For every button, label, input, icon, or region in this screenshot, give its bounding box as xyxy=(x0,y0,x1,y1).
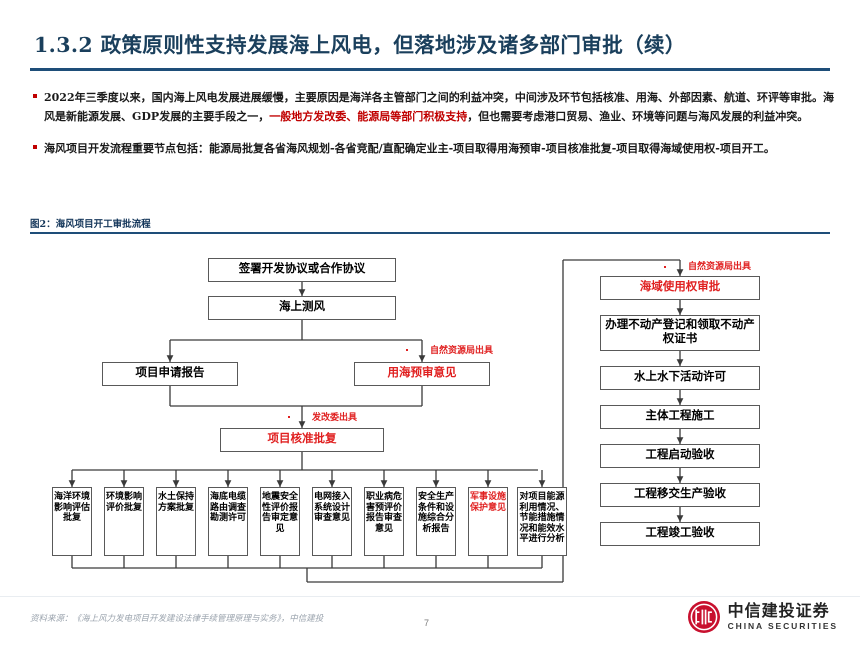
flow-node-parallel-8[interactable]: 安全生产条件和设施综合分析报告 xyxy=(416,487,456,556)
flow-node-sea-use-right-approval[interactable]: 海域使用权审批 xyxy=(600,276,760,300)
node-label: 海洋环境影响评估批复 xyxy=(53,491,90,523)
node-label: 签署开发协议或合作协议 xyxy=(238,263,366,276)
page-title: 1.3.2 政策原则性支持发展海上风电，但落地涉及诸多部门审批（续） xyxy=(34,33,686,57)
bullet-2-text: 海风项目开发流程重要节点包括：能源局批复各省海风规划-各省竞配/直配确定业主-项… xyxy=(44,141,775,155)
node-label: 工程竣工验收 xyxy=(645,527,715,540)
node-label: 主体工程施工 xyxy=(645,410,715,423)
flow-node-parallel-10[interactable]: 对项目能源利用情况、节能措施情况和能效水平进行分析 xyxy=(517,487,567,556)
page-number: 7 xyxy=(424,618,430,628)
list-item: 2022年三季度以来，国内海上风电发展进展缓慢，主要原因是海洋各主管部门之间的利… xyxy=(30,88,834,127)
node-label: 水上水下活动许可 xyxy=(634,371,726,384)
title-divider xyxy=(30,68,830,71)
node-label: 电网接入系统设计审查意见 xyxy=(313,491,350,523)
node-label: 水土保持方案批复 xyxy=(157,491,194,512)
node-label: 办理不动产登记和领取不动产权证书 xyxy=(605,319,755,345)
flow-node-parallel-5[interactable]: 地震安全性评价报告审定意见 xyxy=(260,487,300,556)
node-label: 项目申请报告 xyxy=(135,367,205,380)
annotation-dot xyxy=(406,349,408,351)
node-label: 工程启动验收 xyxy=(645,449,715,462)
node-label: 地震安全性评价报告审定意见 xyxy=(261,491,298,533)
brand-logo: 中信建投证券 CHINA SECURITIES xyxy=(687,600,838,634)
annotation-dot xyxy=(664,266,666,268)
flow-node-parallel-7[interactable]: 职业病危害预评价报告审查意见 xyxy=(364,487,404,556)
node-label: 工程移交生产验收 xyxy=(634,488,726,501)
flow-node-handover-acceptance[interactable]: 工程移交生产验收 xyxy=(600,483,760,507)
square-bullet-icon xyxy=(30,144,39,149)
node-label: 环境影响评价批复 xyxy=(105,491,142,512)
flowchart-diagram: 签署开发协议或合作协议 海上测风 项目申请报告 用海预审意见 项目核准批复 自然… xyxy=(30,238,830,590)
node-label: 用海预审意见 xyxy=(387,367,457,380)
node-label: 安全生产条件和设施综合分析报告 xyxy=(417,491,454,533)
node-label: 对项目能源利用情况、节能措施情况和能效水平进行分析 xyxy=(519,491,565,544)
flow-node-parallel-4[interactable]: 海底电缆路由调查勘测许可 xyxy=(208,487,248,556)
flow-node-parallel-9[interactable]: 军事设施保护意见 xyxy=(468,487,508,556)
flow-node-parallel-1[interactable]: 海洋环境影响评估批复 xyxy=(52,487,92,556)
square-bullet-icon xyxy=(30,94,39,98)
footer-divider xyxy=(0,596,860,597)
node-label: 海底电缆路由调查勘测许可 xyxy=(209,491,246,523)
flow-node-project-approval[interactable]: 项目核准批复 xyxy=(220,428,384,452)
annotation-dot xyxy=(288,416,290,418)
flow-node-project-application[interactable]: 项目申请报告 xyxy=(102,362,238,386)
exhibit-caption: 图2：海风项目开工审批流程 xyxy=(30,219,151,230)
list-item: 海风项目开发流程重要节点包括：能源局批复各省海风规划-各省竞配/直配确定业主-项… xyxy=(30,139,834,158)
annotation-ndrc: 发改委出具 xyxy=(312,412,358,422)
brand-wordmark: 中信建投证券 CHINA SECURITIES xyxy=(728,603,838,631)
flow-node-sign-agreement[interactable]: 签署开发协议或合作协议 xyxy=(208,258,396,282)
flow-node-parallel-6[interactable]: 电网接入系统设计审查意见 xyxy=(312,487,352,556)
brand-name-en: CHINA SECURITIES xyxy=(727,621,838,632)
flowchart-connectors xyxy=(68,259,684,583)
brand-name-cn: 中信建投证券 xyxy=(727,601,830,621)
exhibit-divider xyxy=(30,232,830,234)
annotation-natural-resources-bureau-2: 自然资源局出具 xyxy=(688,261,752,271)
flow-node-offshore-wind-measure[interactable]: 海上测风 xyxy=(208,296,396,320)
node-label: 海域使用权审批 xyxy=(639,281,721,294)
flow-node-sea-use-preapproval[interactable]: 用海预审意见 xyxy=(354,362,490,386)
annotation-natural-resources-bureau-1: 自然资源局出具 xyxy=(430,345,494,355)
bullet-1-text: 2022年三季度以来，国内海上风电发展进展缓慢，主要原因是海洋各主管部门之间的利… xyxy=(44,91,834,124)
flow-node-main-construction[interactable]: 主体工程施工 xyxy=(600,405,760,429)
flow-node-parallel-3[interactable]: 水土保持方案批复 xyxy=(156,487,196,556)
node-label: 军事设施保护意见 xyxy=(469,491,506,512)
node-label: 职业病危害预评价报告审查意见 xyxy=(365,491,402,533)
flow-node-completion-acceptance[interactable]: 工程竣工验收 xyxy=(600,522,760,546)
bullet-list: 2022年三季度以来，国内海上风电发展进展缓慢，主要原因是海洋各主管部门之间的利… xyxy=(30,88,834,165)
flow-node-water-activity-permit[interactable]: 水上水下活动许可 xyxy=(600,366,760,390)
node-label: 海上测风 xyxy=(279,301,325,314)
node-label: 项目核准批复 xyxy=(267,433,337,446)
flow-node-property-registration[interactable]: 办理不动产登记和领取不动产权证书 xyxy=(600,315,760,351)
source-note: 资料来源：《海上风力发电项目开发建设法律手续管理原理与实务》，中信建投 xyxy=(30,614,324,624)
china-securities-emblem-icon xyxy=(687,600,721,634)
flow-node-parallel-2[interactable]: 环境影响评价批复 xyxy=(104,487,144,556)
flow-node-startup-acceptance[interactable]: 工程启动验收 xyxy=(600,444,760,468)
